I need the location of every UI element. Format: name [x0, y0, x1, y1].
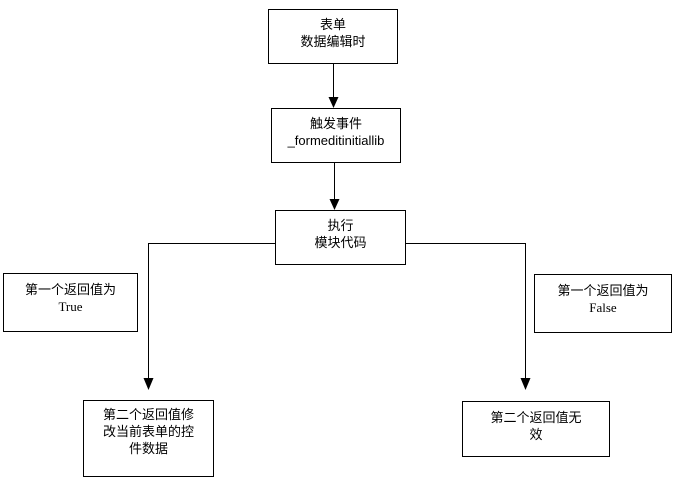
- node-result-modify-form-data-line3: 件数据: [128, 441, 168, 456]
- node-branch-label-false: 第一个返回值为 False: [534, 274, 672, 333]
- node-branch-label-true-line1: 第一个返回值为: [24, 282, 116, 297]
- node-trigger-event: 触发事件 _formeditinitiallib: [271, 108, 401, 163]
- node-result-invalid: 第二个返回值无 效: [462, 401, 610, 457]
- node-execute-module-code-line1: 执行: [327, 218, 354, 233]
- node-form-data-edit-line2: 数据编辑时: [300, 34, 366, 49]
- node-result-modify-form-data: 第二个返回值修 改当前表单的控 件数据: [83, 400, 214, 477]
- node-branch-label-true-line2: True: [58, 299, 83, 314]
- arrow-form-to-trigger: [328, 64, 339, 108]
- arrow-execute-to-modify: [143, 243, 275, 390]
- node-form-data-edit: 表单 数据编辑时: [268, 9, 398, 64]
- node-branch-label-false-line2: False: [589, 300, 617, 315]
- node-result-modify-form-data-line1: 第二个返回值修: [102, 407, 194, 422]
- arrow-trigger-to-execute: [329, 163, 340, 210]
- arrow-execute-to-invalid: [405, 243, 531, 390]
- node-trigger-event-line2: _formeditinitiallib: [287, 133, 385, 148]
- node-branch-label-true: 第一个返回值为 True: [3, 273, 138, 332]
- node-execute-module-code-line2: 模块代码: [314, 235, 367, 250]
- node-result-modify-form-data-line2: 改当前表单的控: [102, 424, 194, 439]
- node-result-invalid-line2: 效: [529, 427, 543, 442]
- node-branch-label-false-line1: 第一个返回值为: [557, 283, 649, 298]
- node-result-invalid-line1: 第二个返回值无: [490, 410, 582, 425]
- node-form-data-edit-line1: 表单: [319, 17, 346, 32]
- node-trigger-event-line1: 触发事件: [309, 116, 362, 131]
- node-execute-module-code: 执行 模块代码: [275, 210, 406, 265]
